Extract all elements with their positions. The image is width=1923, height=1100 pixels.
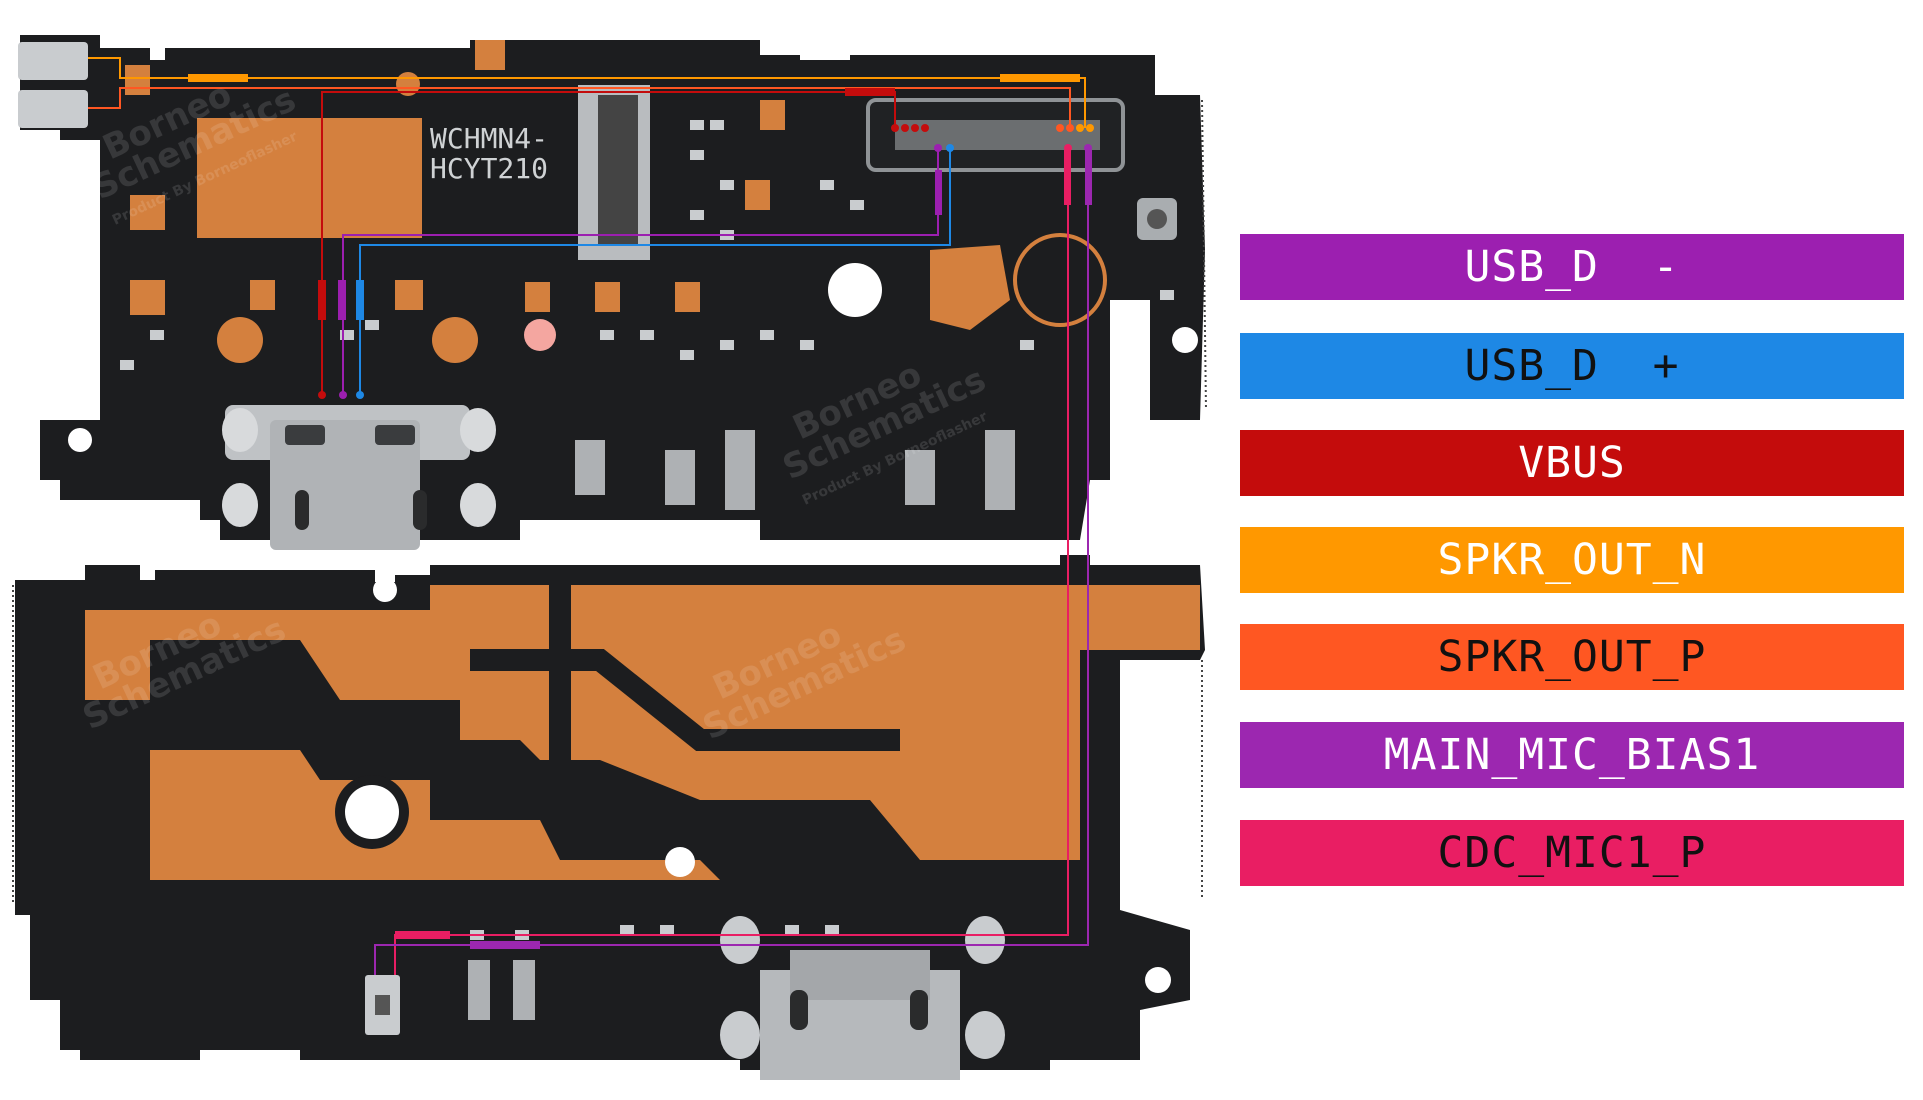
legend-label: USB_D -: [1464, 242, 1680, 292]
legend-label: MAIN_MIC_BIAS1: [1383, 730, 1761, 780]
copper-pad: [130, 280, 165, 315]
trace-spkr-out-n: [88, 57, 1086, 128]
trace-spkr-out-p: [88, 87, 1071, 128]
legend-label: VBUS: [1518, 438, 1626, 488]
trace-marker: [356, 280, 364, 320]
bottom-copper-pour: [85, 585, 1200, 860]
copper-pad: [525, 282, 550, 312]
side-contact: [18, 90, 88, 128]
mounting-hole: [828, 263, 882, 317]
trace-marker: [338, 280, 346, 320]
copper-pad-large: [197, 118, 422, 238]
contact-pad: [985, 430, 1015, 510]
legend-label: SPKR_OUT_P: [1437, 632, 1707, 682]
trace-marker: [1000, 74, 1080, 82]
mounting-hole: [1172, 327, 1198, 353]
pcb-diagram: WCHMN4- HCYT210: [12, 35, 1207, 1080]
usb-connector-top: [222, 405, 496, 550]
copper-pad: [745, 180, 770, 210]
top-board-edge-teeth: [1201, 99, 1207, 411]
legend-label: USB_D +: [1464, 341, 1680, 391]
antenna-connector-center: [1147, 209, 1167, 229]
contact-pad: [665, 450, 695, 505]
mounting-hole: [373, 578, 397, 602]
vibration-ring: [1013, 233, 1107, 327]
trace-cdc-mic1-p: [394, 148, 1069, 975]
copper-round-pad: [432, 317, 478, 363]
copper-pad: [595, 282, 620, 312]
copper-pad: [675, 282, 700, 312]
mounting-hole: [665, 847, 695, 877]
copper-pad: [475, 40, 505, 70]
ic-marking-line2: HCYT210: [430, 152, 548, 185]
trace-marker: [845, 88, 895, 96]
legend-label: SPKR_OUT_N: [1437, 535, 1707, 585]
copper-pad: [250, 280, 275, 310]
legend-spkr-out-p: SPKR_OUT_P: [1240, 624, 1904, 690]
legend-label: CDC_MIC1_P: [1437, 828, 1707, 878]
copper-round-pad: [217, 317, 263, 363]
side-contact: [18, 42, 88, 80]
ic-marking-line1: WCHMN4-: [430, 122, 548, 155]
microphone-port: [375, 995, 390, 1015]
trace-marker: [1085, 150, 1092, 205]
legend-spkr-out-n: SPKR_OUT_N: [1240, 527, 1904, 593]
legend-usb-d-minus: USB_D -: [1240, 234, 1904, 300]
bottom-copper-pour: [150, 750, 720, 880]
copper-channel: [470, 585, 900, 760]
mounting-hole: [1145, 967, 1171, 993]
contact-pad: [905, 450, 935, 505]
copper-pad: [130, 195, 165, 230]
trace-marker: [935, 170, 942, 215]
copper-pad: [760, 100, 785, 130]
contact-pad: [513, 960, 535, 1020]
signal-legend: USB_D - USB_D + VBUS SPKR_OUT_N SPKR_OUT…: [1240, 0, 1923, 1100]
trace-marker: [188, 74, 248, 82]
fpc-connector-inner: [598, 95, 638, 245]
mounting-hole-center: [345, 785, 399, 839]
copper-pad: [395, 280, 423, 310]
usb-connector-bottom: [720, 916, 1005, 1080]
copper-pad: [125, 65, 150, 95]
trace-marker: [1064, 150, 1071, 205]
trace-vbus: [321, 91, 896, 395]
connector-pin-dots: [318, 124, 1094, 399]
copper-region: [930, 245, 1010, 330]
top-board: WCHMN4- HCYT210: [18, 35, 1207, 550]
contact-pad: [468, 960, 490, 1020]
trace-marker: [318, 280, 326, 320]
test-point: [524, 319, 556, 351]
legend-main-mic-bias1: MAIN_MIC_BIAS1: [1240, 722, 1904, 788]
signal-traces: [88, 57, 1094, 975]
contact-pad: [575, 440, 605, 495]
trace-marker: [395, 931, 450, 939]
trace-marker: [470, 941, 540, 949]
contact-pad: [725, 430, 755, 510]
smd-components: [120, 120, 1174, 370]
legend-usb-d-plus: USB_D +: [1240, 333, 1904, 399]
bottom-board: [12, 555, 1205, 1080]
legend-vbus: VBUS: [1240, 430, 1904, 496]
bottom-board-edge-teeth: [12, 585, 1203, 905]
trace-main-mic-bias1: [374, 148, 1089, 975]
legend-cdc-mic1-p: CDC_MIC1_P: [1240, 820, 1904, 886]
mounting-hole: [68, 428, 92, 452]
